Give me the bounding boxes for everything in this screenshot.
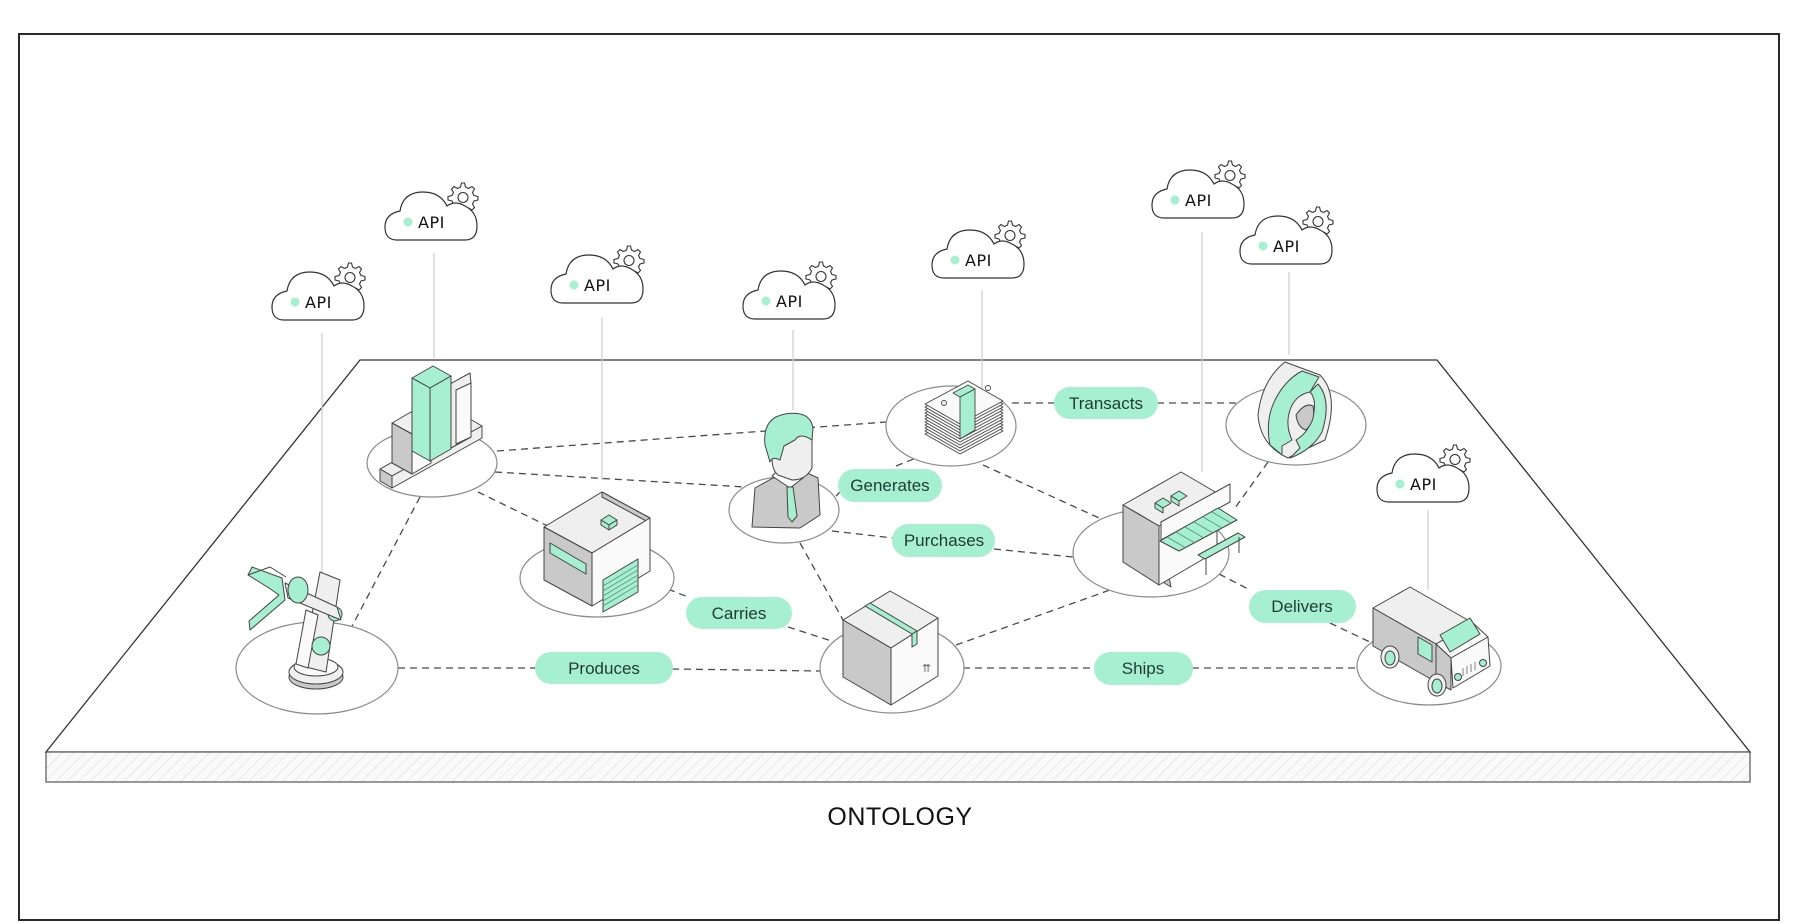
cloud-icon: [550, 254, 644, 304]
warehouse-icon[interactable]: [543, 491, 651, 613]
edge-factory-person: [494, 471, 746, 488]
edge-factory-warehouse: [477, 491, 557, 531]
storefront-icon[interactable]: [1122, 471, 1246, 588]
edge-store-delivers: [1218, 573, 1251, 591]
cloud-icon: [271, 271, 365, 321]
relation-ships-label: Ships: [1122, 659, 1165, 678]
status-dot: [761, 296, 771, 306]
relation-transacts[interactable]: Transacts: [1054, 387, 1158, 419]
status-dot: [950, 255, 960, 265]
relation-purchases[interactable]: Purchases: [892, 524, 995, 557]
money-stack-icon[interactable]: [924, 380, 1004, 455]
cloud-icon: [1376, 453, 1470, 503]
relation-edges: [349, 402, 1373, 672]
sync-arrows-icon[interactable]: [1257, 361, 1332, 459]
status-dot: [569, 280, 579, 290]
person-icon[interactable]: [751, 412, 821, 529]
api-label: API: [776, 292, 803, 311]
api-cloud-person[interactable]: API: [742, 261, 837, 320]
api-label: API: [1185, 191, 1212, 210]
edge-generates-money: [895, 457, 917, 467]
api-cloud-recycle[interactable]: API: [1239, 206, 1334, 265]
status-dot: [1170, 195, 1180, 205]
svg-text:⇈: ⇈: [922, 662, 931, 675]
edge-box-store: [955, 584, 1125, 646]
edge-carries-box: [787, 626, 839, 644]
status-dot: [1395, 479, 1405, 489]
api-cloud-factory[interactable]: API: [384, 182, 479, 241]
package-box-icon[interactable]: ⇈: [842, 590, 939, 706]
relation-carries[interactable]: Carries: [686, 597, 792, 629]
edge-recycle-store: [1234, 461, 1269, 509]
relation-delivers[interactable]: Delivers: [1249, 590, 1356, 623]
api-connector-lines: [321, 232, 1429, 590]
api-label: API: [418, 213, 445, 232]
api-cloud-store[interactable]: API: [1151, 160, 1246, 219]
bar-chart-building-icon[interactable]: [379, 365, 483, 489]
relation-produces-label: Produces: [568, 659, 640, 678]
edge-purchases-store: [993, 548, 1074, 558]
edge-person-box: [799, 542, 844, 621]
edge-warehouse-carries: [667, 588, 689, 598]
relation-carries-label: Carries: [712, 604, 767, 623]
api-cloud-money[interactable]: API: [931, 220, 1026, 279]
api-label: API: [305, 293, 332, 312]
diagram-frame: [18, 33, 1780, 921]
api-cloud-truck[interactable]: API: [1376, 444, 1471, 503]
api-clouds: API API API API API API API API: [271, 160, 1471, 503]
cloud-icon: [742, 270, 836, 320]
edge-factory-money: [496, 421, 887, 452]
relation-produces[interactable]: Produces: [535, 652, 673, 684]
relation-generates-label: Generates: [850, 476, 929, 495]
edge-produces-box: [671, 668, 821, 672]
cloud-icon: [931, 229, 1025, 279]
edge-person-generates: [835, 489, 843, 497]
status-dot: [403, 217, 413, 227]
api-label: API: [584, 276, 611, 295]
relation-purchases-label: Purchases: [904, 531, 984, 550]
status-dot: [290, 297, 300, 307]
cloud-icon: [1239, 215, 1333, 265]
edge-person-purchases: [831, 530, 894, 539]
relation-generates[interactable]: Generates: [838, 469, 942, 502]
edge-factory-robot: [349, 496, 421, 631]
relation-delivers-label: Delivers: [1271, 597, 1332, 616]
robot-arm-icon[interactable]: [247, 566, 344, 690]
cloud-icon: [384, 191, 478, 241]
api-label: API: [1410, 475, 1437, 494]
relation-transacts-label: Transacts: [1069, 394, 1143, 413]
api-cloud-warehouse[interactable]: API: [550, 245, 645, 304]
relation-ships[interactable]: Ships: [1094, 652, 1193, 685]
relation-labels: Produces Carries Generates Purchases Tra…: [535, 387, 1356, 685]
api-label: API: [1273, 237, 1300, 256]
delivery-truck-icon[interactable]: [1372, 586, 1491, 697]
edge-delivers-truck: [1329, 622, 1373, 644]
api-cloud-robot[interactable]: API: [271, 262, 366, 321]
diagram-caption: ONTOLOGY: [827, 803, 973, 831]
cloud-icon: [1151, 169, 1245, 219]
api-label: API: [965, 251, 992, 270]
status-dot: [1258, 241, 1268, 251]
